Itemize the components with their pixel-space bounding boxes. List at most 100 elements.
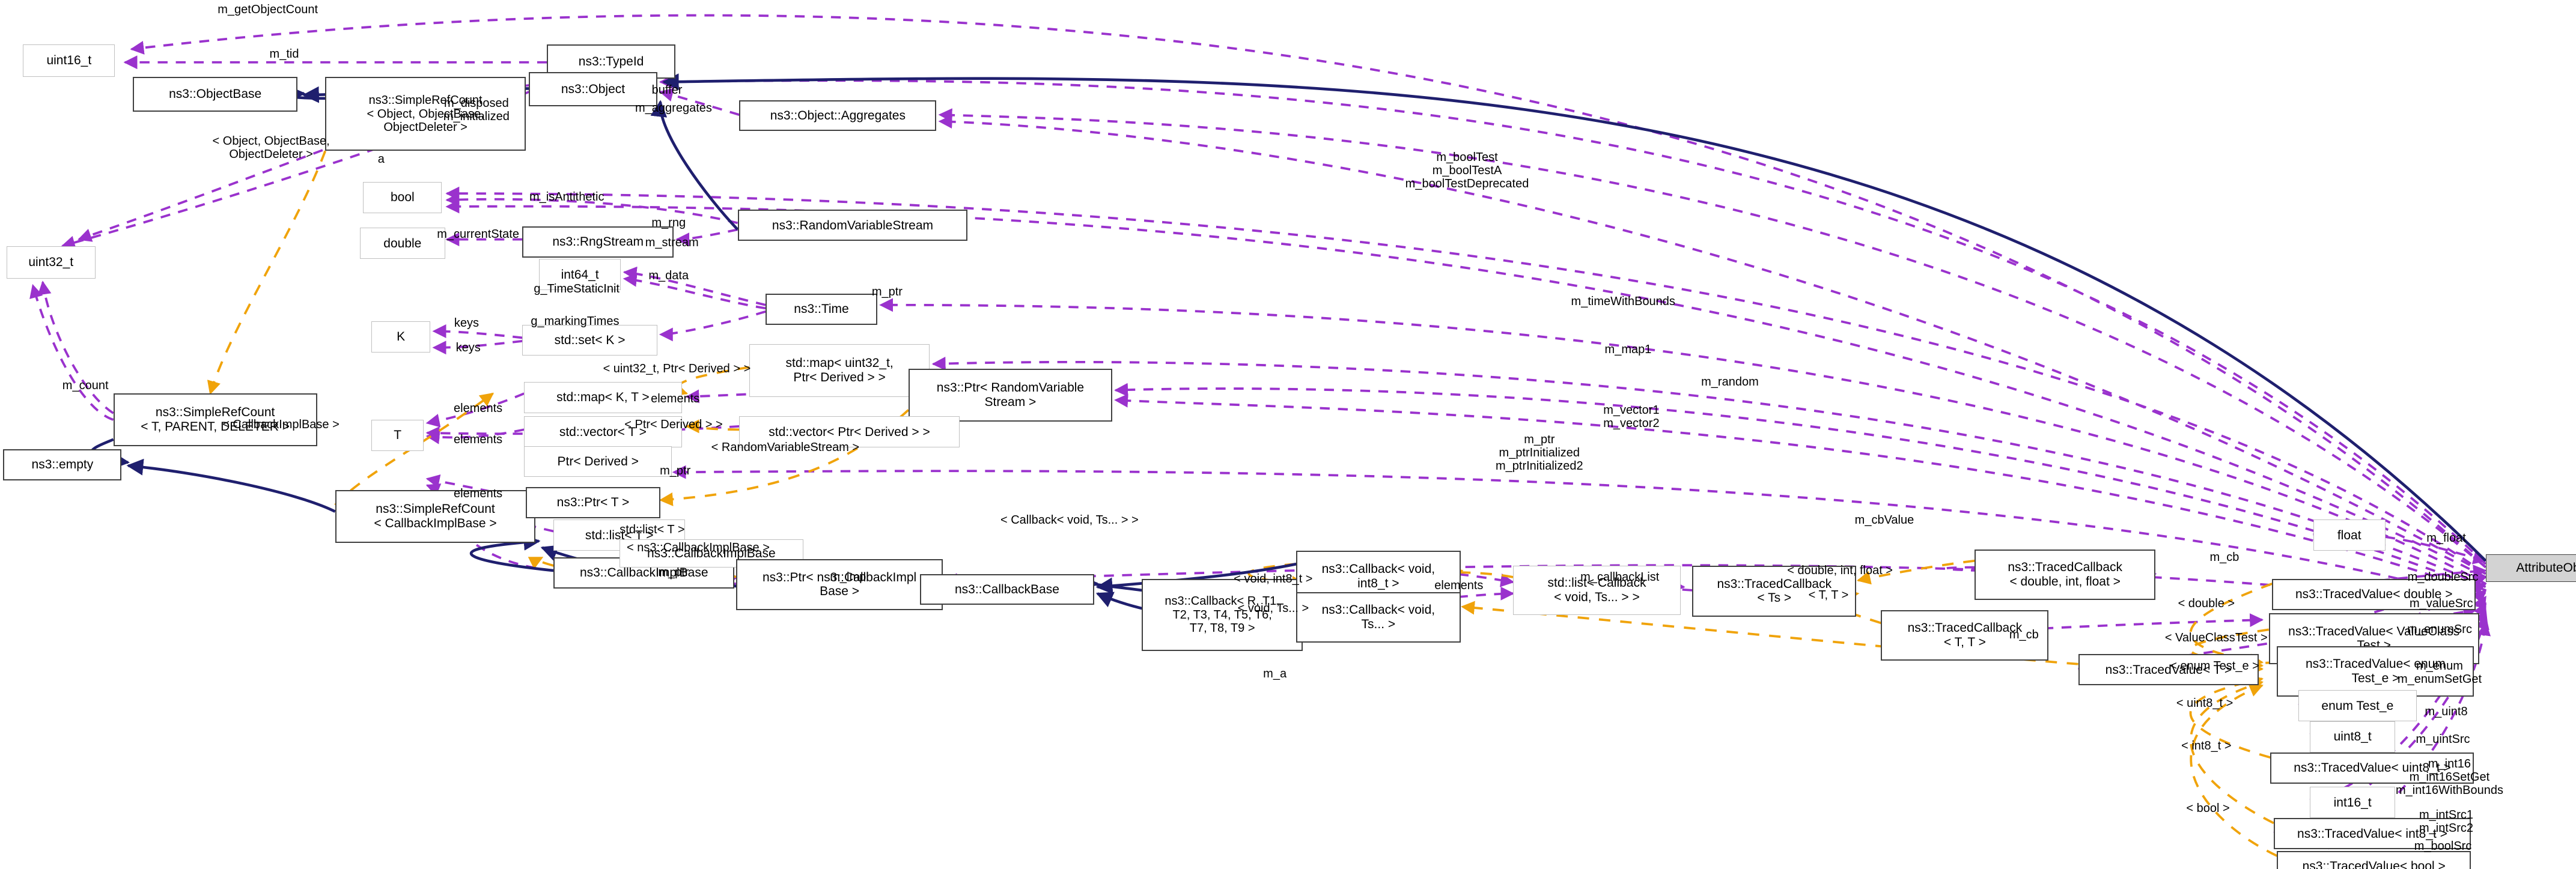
edge-label-l_vector1: m_vector1 m_vector2 xyxy=(1603,403,1660,430)
edge-label-l_enumTest_e: < enum Test_e > xyxy=(2170,659,2259,673)
node-bool_[interactable]: bool xyxy=(363,182,442,213)
edge-label-l_impl: m_impl xyxy=(830,571,869,584)
edge-label-l_valueClassTest: < ValueClassTest > xyxy=(2164,631,2268,645)
node-ns3TVenum[interactable]: ns3::TracedValue< enum Test_e > xyxy=(2277,646,2474,697)
node-uint16_t[interactable]: uint16_t xyxy=(23,44,115,77)
node-ns3TCdif[interactable]: ns3::TracedCallback < double, int, float… xyxy=(1975,549,2156,601)
edge-label-l_uint8_t_tmpl: < uint8_t > xyxy=(2176,697,2233,710)
node-stdmapU32[interactable]: std::map< uint32_t, Ptr< Derived > > xyxy=(749,344,930,397)
edge-label-l_ns3CIB: < ns3::CallbackImplBase > xyxy=(627,540,770,554)
edge-label-l_keys1: keys xyxy=(454,316,480,330)
edge-label-l_a: a xyxy=(377,152,385,166)
edge-label-l_cbVoidTs: < Callback< void, Ts... > > xyxy=(1000,513,1139,527)
edge-label-l_cbValue: m_cbValue xyxy=(1854,513,1914,527)
node-ns3RVS[interactable]: ns3::RandomVariableStream xyxy=(737,210,968,241)
node-ns3TVuint8[interactable]: ns3::TracedValue< uint8_t > xyxy=(2270,752,2474,784)
node-ns3SRC_CIB[interactable]: ns3::SimpleRefCount < CallbackImplBase > xyxy=(335,490,536,543)
edge-label-l_currentState: m_currentState xyxy=(437,228,519,241)
node-ns3TCTT[interactable]: ns3::TracedCallback < T, T > xyxy=(1881,610,2049,661)
edge-label-l_valueSrc: m_valueSrc xyxy=(2409,596,2473,610)
node-stdmapKT[interactable]: std::map< K, T > xyxy=(524,382,682,413)
node-ns3CallbackRT[interactable]: ns3::Callback< R, T1, T2, T3, T4, T5, T6… xyxy=(1142,578,1303,651)
edge-label-l_ptrDerived: < Ptr< Derived > > xyxy=(624,418,723,432)
edge-label-l_mptr_cib: m_ptr xyxy=(658,565,689,579)
node-ns3SRC_TPD[interactable]: ns3::SimpleRefCount < T, PARENT, DELETER… xyxy=(113,393,317,446)
edge-label-l_uintSrc: m_uintSrc xyxy=(2416,733,2470,746)
edge-label-l_doubleSrc: m_doubleSrc xyxy=(2407,571,2479,584)
edge-label-l_m_a: m_a xyxy=(1263,667,1287,681)
node-uint32_t[interactable]: uint32_t xyxy=(6,246,96,279)
node-ns3TVT[interactable]: ns3::TracedValue< T > xyxy=(2078,654,2259,686)
edge-label-l_vecRVS: < RandomVariableStream > xyxy=(711,441,860,455)
edge-label-l_elements1: elements xyxy=(454,401,503,415)
node-T_[interactable]: T xyxy=(371,419,424,451)
node-PtrDerived[interactable]: Ptr< Derived > xyxy=(524,446,672,477)
edge-label-l_stream: m_stream xyxy=(645,236,699,250)
edge-label-l_TT: < T, T > xyxy=(1808,589,1849,602)
node-focusNode[interactable]: AttributeObjectTest xyxy=(2485,554,2576,583)
edge-label-l_cb2: m_cb xyxy=(2009,628,2039,641)
edge-label-l_getObjectCount: m_getObjectCount xyxy=(218,3,318,17)
edge-label-l_timeStaticInit: g_TimeStaticInit xyxy=(534,282,620,295)
edge-label-l_elements3: elements xyxy=(454,432,503,446)
edge-label-l_elements2: elements xyxy=(651,392,700,405)
node-float_[interactable]: float xyxy=(2313,519,2386,551)
edge-label-l_tid_left: m_tid xyxy=(269,47,299,61)
edge-label-l_enum: m_enum m_enumSetGet xyxy=(2398,659,2482,686)
node-ns3CbVoidTs[interactable]: ns3::Callback< void, Ts... > xyxy=(1296,592,1461,643)
node-ns3ObjectBase[interactable]: ns3::ObjectBase xyxy=(133,77,297,112)
edge-label-l_int8_t_tmpl: < int8_t > xyxy=(2181,739,2232,753)
node-ns3TCTs[interactable]: ns3::TracedCallback < Ts > xyxy=(1692,565,1857,617)
node-int16_t[interactable]: int16_t xyxy=(2310,787,2396,819)
edge-label-l_doubleIntFloat: < double, int, float > xyxy=(1787,564,1893,578)
edge-label-l_markingTimes: g_markingTimes xyxy=(531,315,620,329)
edge-label-l_float: m_float xyxy=(2426,531,2466,545)
edge-label-l_boolSrc: m_boolSrc xyxy=(2414,839,2472,853)
edge-label-l_u32ptr: < uint32_t, Ptr< Derived > > xyxy=(603,362,751,376)
node-stdsetK[interactable]: std::set< K > xyxy=(522,324,657,356)
edge-label-l_random: m_random xyxy=(1701,375,1759,389)
edge-label-l_timeWithBounds: m_timeWithBounds xyxy=(1571,295,1675,309)
edge-label-l_map1: m_map1 xyxy=(1604,342,1652,356)
node-ns3PtrCIB[interactable]: ns3::Ptr< ns3::CallbackImpl Base > xyxy=(735,559,943,610)
node-stdvecPtrDer[interactable]: std::vector< Ptr< Derived > > xyxy=(739,416,960,448)
edge-label-l_bool_tmpl: < bool > xyxy=(2186,802,2230,816)
edge-label-l_elements5: elements xyxy=(1434,578,1484,592)
node-enumTest_e[interactable]: enum Test_e xyxy=(2298,690,2417,722)
edge-label-l_stdlistT: std::list< T > xyxy=(620,522,685,536)
edge-label-l_int16: m_int16 m_int16SetGet m_int16WithBounds xyxy=(2395,757,2503,798)
node-ns3PtrRVS[interactable]: ns3::Ptr< RandomVariable Stream > xyxy=(908,369,1112,422)
node-ns3TVint8[interactable]: ns3::TracedValue< int8_t > xyxy=(2273,818,2471,850)
node-ns3Object[interactable]: ns3::Object xyxy=(529,72,657,107)
edge-label-l_voidTs: < void, Ts... > xyxy=(1237,601,1309,615)
edge-label-l_callbackImplBase: < CallbackImplBase > xyxy=(222,418,340,432)
edge-label-l_disposed: m_disposed m_initialized xyxy=(443,97,510,124)
edge-label-l_keys2: keys xyxy=(455,341,481,354)
edge-label-l_isAntithetic: m_isAntithetic xyxy=(529,190,604,204)
edge-label-l_boolTest: m_boolTest m_boolTestA m_boolTestDepreca… xyxy=(1405,151,1529,191)
node-int64_t[interactable]: int64_t xyxy=(538,259,621,291)
node-ns3empty[interactable]: ns3::empty xyxy=(3,449,122,480)
node-ns3ObjAgg[interactable]: ns3::Object::Aggregates xyxy=(739,100,937,132)
node-ns3PtrT[interactable]: ns3::Ptr< T > xyxy=(525,486,661,518)
node-K_[interactable]: K xyxy=(371,321,431,353)
edge-label-l_buffer: buffer xyxy=(651,83,683,97)
node-ns3CallbackBase[interactable]: ns3::CallbackBase xyxy=(920,574,1094,605)
node-ns3TVbool[interactable]: ns3::TracedValue< bool > xyxy=(2277,850,2471,869)
edge-label-l_count: m_count xyxy=(62,378,109,392)
node-ns3Time[interactable]: ns3::Time xyxy=(766,293,877,325)
node-stdlistCb[interactable]: std::list< Callback < void, Ts... > > xyxy=(1513,565,1681,615)
node-uint8_t[interactable]: uint8_t xyxy=(2310,721,2396,753)
edge-label-l_elements4: elements xyxy=(454,486,503,500)
node-ns3RngStream[interactable]: ns3::RngStream xyxy=(522,226,674,258)
edge-label-l_double_t: < double > xyxy=(2178,596,2235,610)
node-ns3TVdouble[interactable]: ns3::TracedValue< double > xyxy=(2272,578,2476,610)
edge-label-l_ptr_time: m_ptr xyxy=(871,285,903,299)
node-double_[interactable]: double xyxy=(359,228,445,259)
node-ns3SRC_Obj[interactable]: ns3::SimpleRefCount < Object, ObjectBase… xyxy=(325,77,526,151)
edge-label-l_obj_tmpl: < Object, ObjectBase, ObjectDeleter > xyxy=(212,134,330,161)
edge-label-l_aggregates: m_aggregates xyxy=(635,101,712,115)
edge-label-l_data: m_data xyxy=(648,268,689,282)
edge-label-l_callbackList: m_callbackList xyxy=(1580,571,1660,584)
